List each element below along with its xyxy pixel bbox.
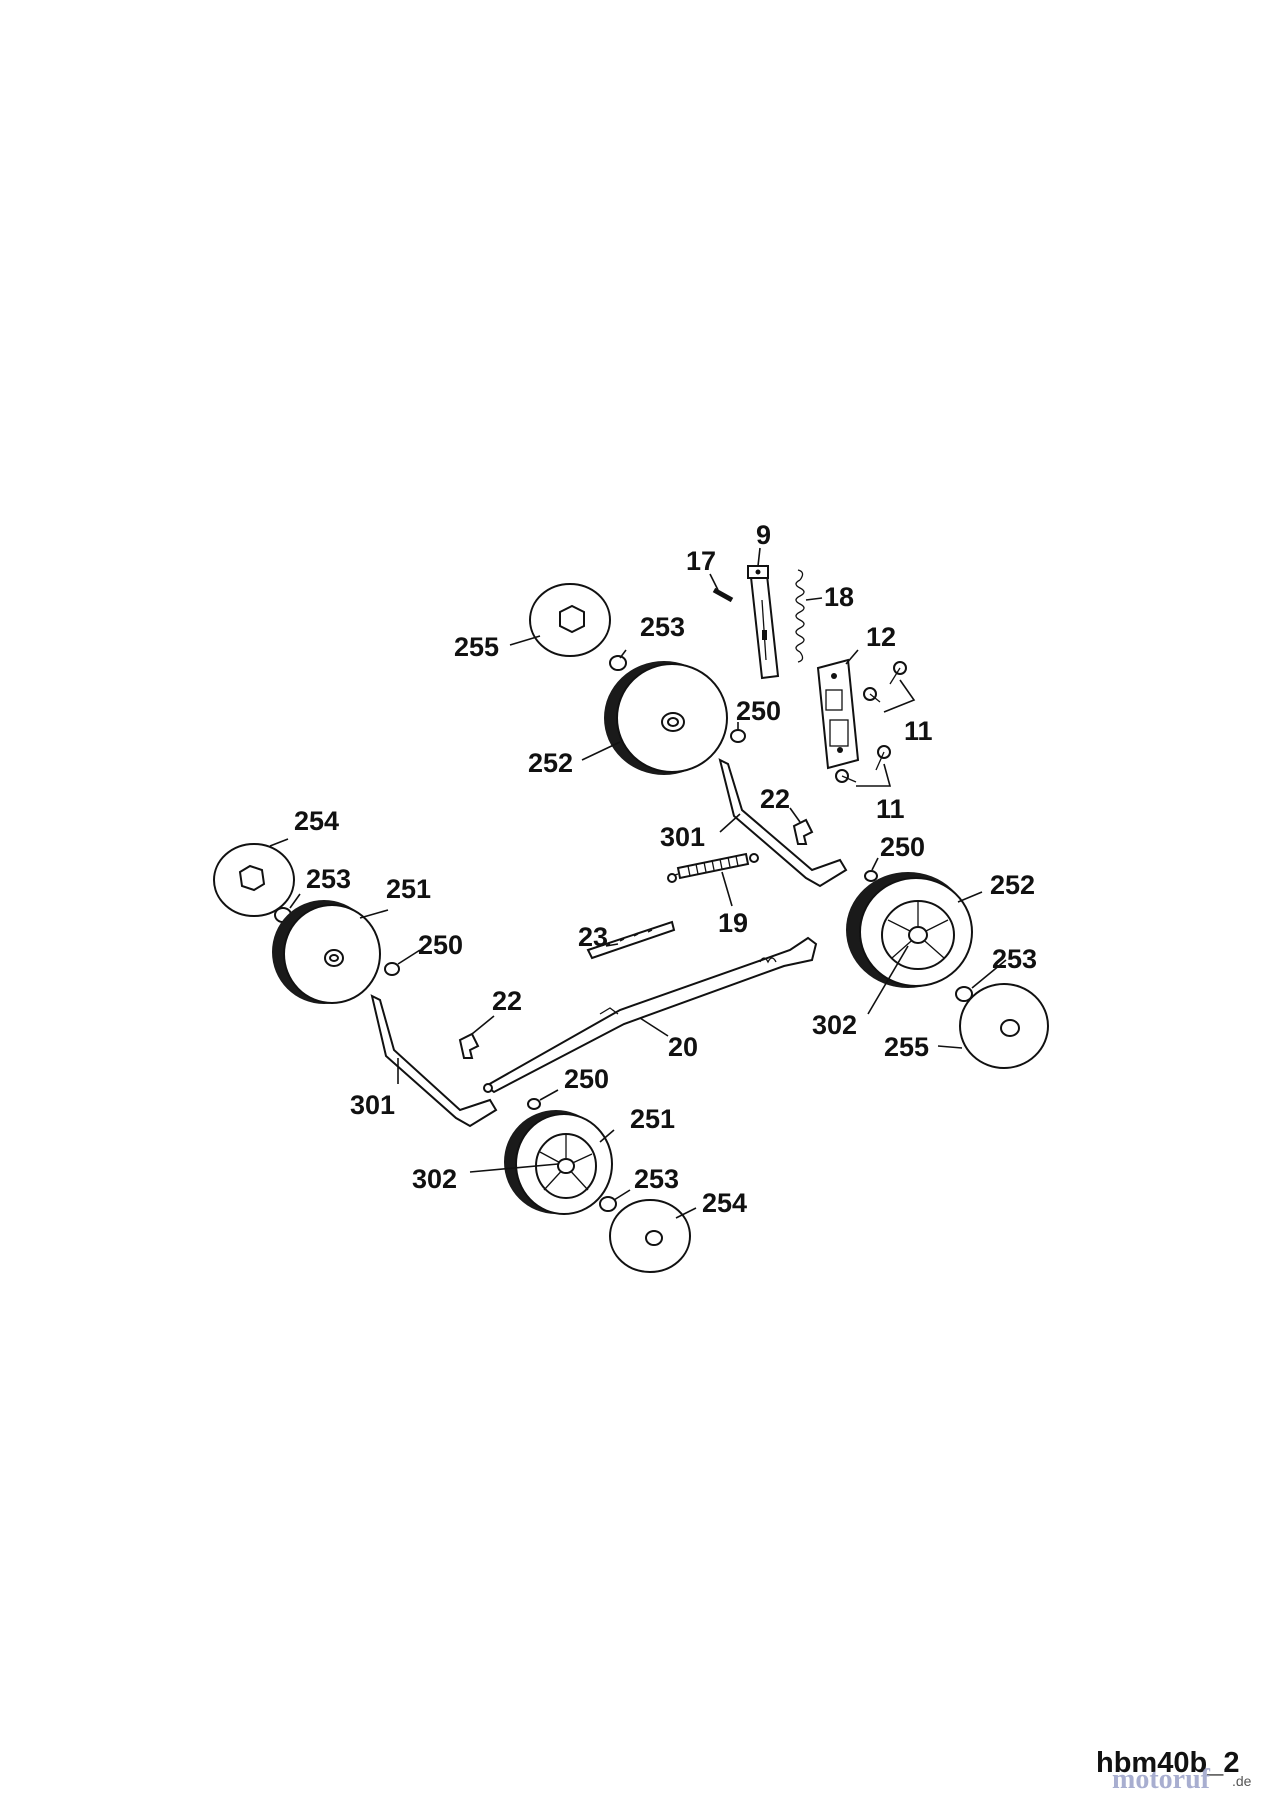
callout-252-right: 252 [990,870,1035,900]
washer-250-bottom [527,1098,541,1110]
leader-lines [269,547,1007,1219]
tension-spring-19 [667,852,759,883]
hub-cap-254-bottom [609,1199,691,1273]
callout-17: 17 [686,546,716,576]
wheel-252-upper [604,661,728,775]
drawing-code: hbm40b_2 [1096,1747,1239,1779]
pin [712,587,734,603]
wheel-251-bottom [504,1110,613,1215]
callout-19: 19 [718,908,748,938]
callout-250-bottom: 250 [564,1064,609,1094]
callout-11-lower: 11 [876,794,905,824]
callout-253-right: 253 [992,944,1037,974]
callout-22-upper: 22 [760,784,790,814]
callout-254-left: 254 [294,806,339,836]
callout-255-upper: 255 [454,632,499,662]
callout-302-right: 302 [812,1010,857,1040]
clip-22-left [458,1032,480,1059]
watermark-brand: motoruf [1112,1764,1211,1795]
adjust-bracket-plate [816,658,860,770]
nut-upper [609,655,627,671]
nut-253-bottom [599,1196,617,1212]
callout-254-bottom: 254 [702,1188,747,1218]
callout-253-left: 253 [306,864,351,894]
wheel-251-left [272,900,381,1004]
callout-22-left: 22 [492,986,522,1016]
callout-255-right: 255 [884,1032,929,1062]
callout-251-left: 251 [386,874,431,904]
screw-group-lower [835,745,892,787]
watermark-suffix: .de [1232,1773,1252,1789]
callout-301-left: 301 [350,1090,395,1120]
callout-12: 12 [866,622,896,652]
clip-22-upper [792,818,814,845]
callout-250-upper: 250 [736,696,781,726]
hub-cap-254-left [213,843,295,917]
callout-253-upper: 253 [640,612,685,642]
axle-301-left [370,994,498,1128]
tension-spring-small [795,569,805,663]
callout-253-bottom: 253 [634,1164,679,1194]
callout-251-bottom: 251 [630,1104,675,1134]
callout-301-upper: 301 [660,822,705,852]
hub-cap-upper [529,583,611,657]
callout-250-left: 250 [418,930,463,960]
nut-253-right [955,986,973,1002]
height-adjust-rod [747,564,780,680]
connecting-rod-20 [483,936,818,1094]
axle-301-upper [718,758,848,888]
screw-group-upper [863,661,916,713]
callout-11-upper: 11 [904,716,933,746]
callout-302-left: 302 [412,1164,457,1194]
callout-250-right: 250 [880,832,925,862]
washer-upper [730,729,746,743]
wheel-252-right [846,872,973,988]
washer-250-left [384,962,400,976]
callout-23: 23 [578,922,608,952]
callout-20: 20 [668,1032,698,1062]
callout-9: 9 [756,520,771,550]
callout-18: 18 [824,582,854,612]
hub-cap-255-right [959,983,1049,1069]
callout-252-upper: 252 [528,748,573,778]
washer-250-right [864,870,878,882]
